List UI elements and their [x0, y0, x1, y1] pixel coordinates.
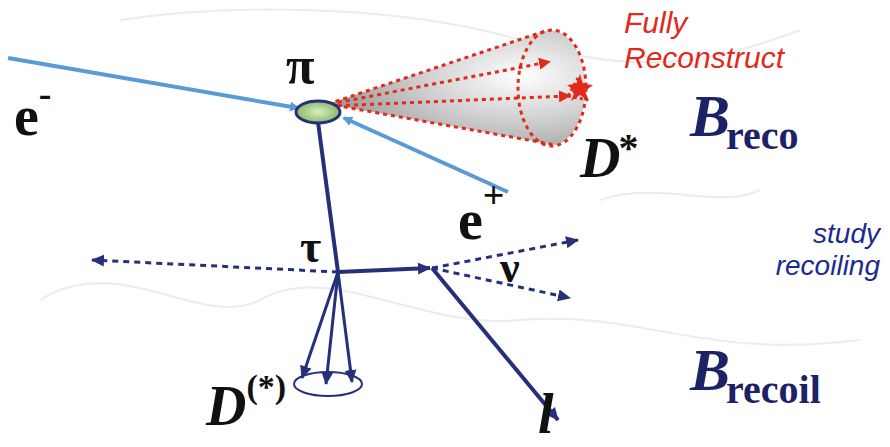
particle-label: π — [286, 40, 315, 92]
particle-label: e — [458, 192, 483, 248]
star-superscript: * — [618, 128, 638, 168]
particle-label: e — [14, 88, 39, 144]
meson-label: B — [690, 86, 730, 146]
particle-label: τ — [300, 224, 321, 270]
reco-cone — [328, 30, 593, 146]
particle-label: D — [206, 378, 246, 434]
particle-label: D — [580, 130, 620, 186]
particle-label: l — [538, 386, 554, 442]
interaction-vertex — [296, 101, 340, 123]
charge-superscript: - — [39, 74, 52, 112]
meson-label: B — [690, 340, 730, 400]
star-superscript: (*) — [246, 370, 286, 404]
annotation: study recoiling — [720, 218, 880, 282]
particle-label: ν — [500, 246, 520, 290]
subscript: recoil — [726, 370, 821, 410]
recoil-decay — [92, 122, 578, 420]
subscript: reco — [726, 116, 799, 156]
annotation: Fully Reconstruct — [624, 6, 794, 75]
charge-superscript: + — [483, 176, 505, 214]
